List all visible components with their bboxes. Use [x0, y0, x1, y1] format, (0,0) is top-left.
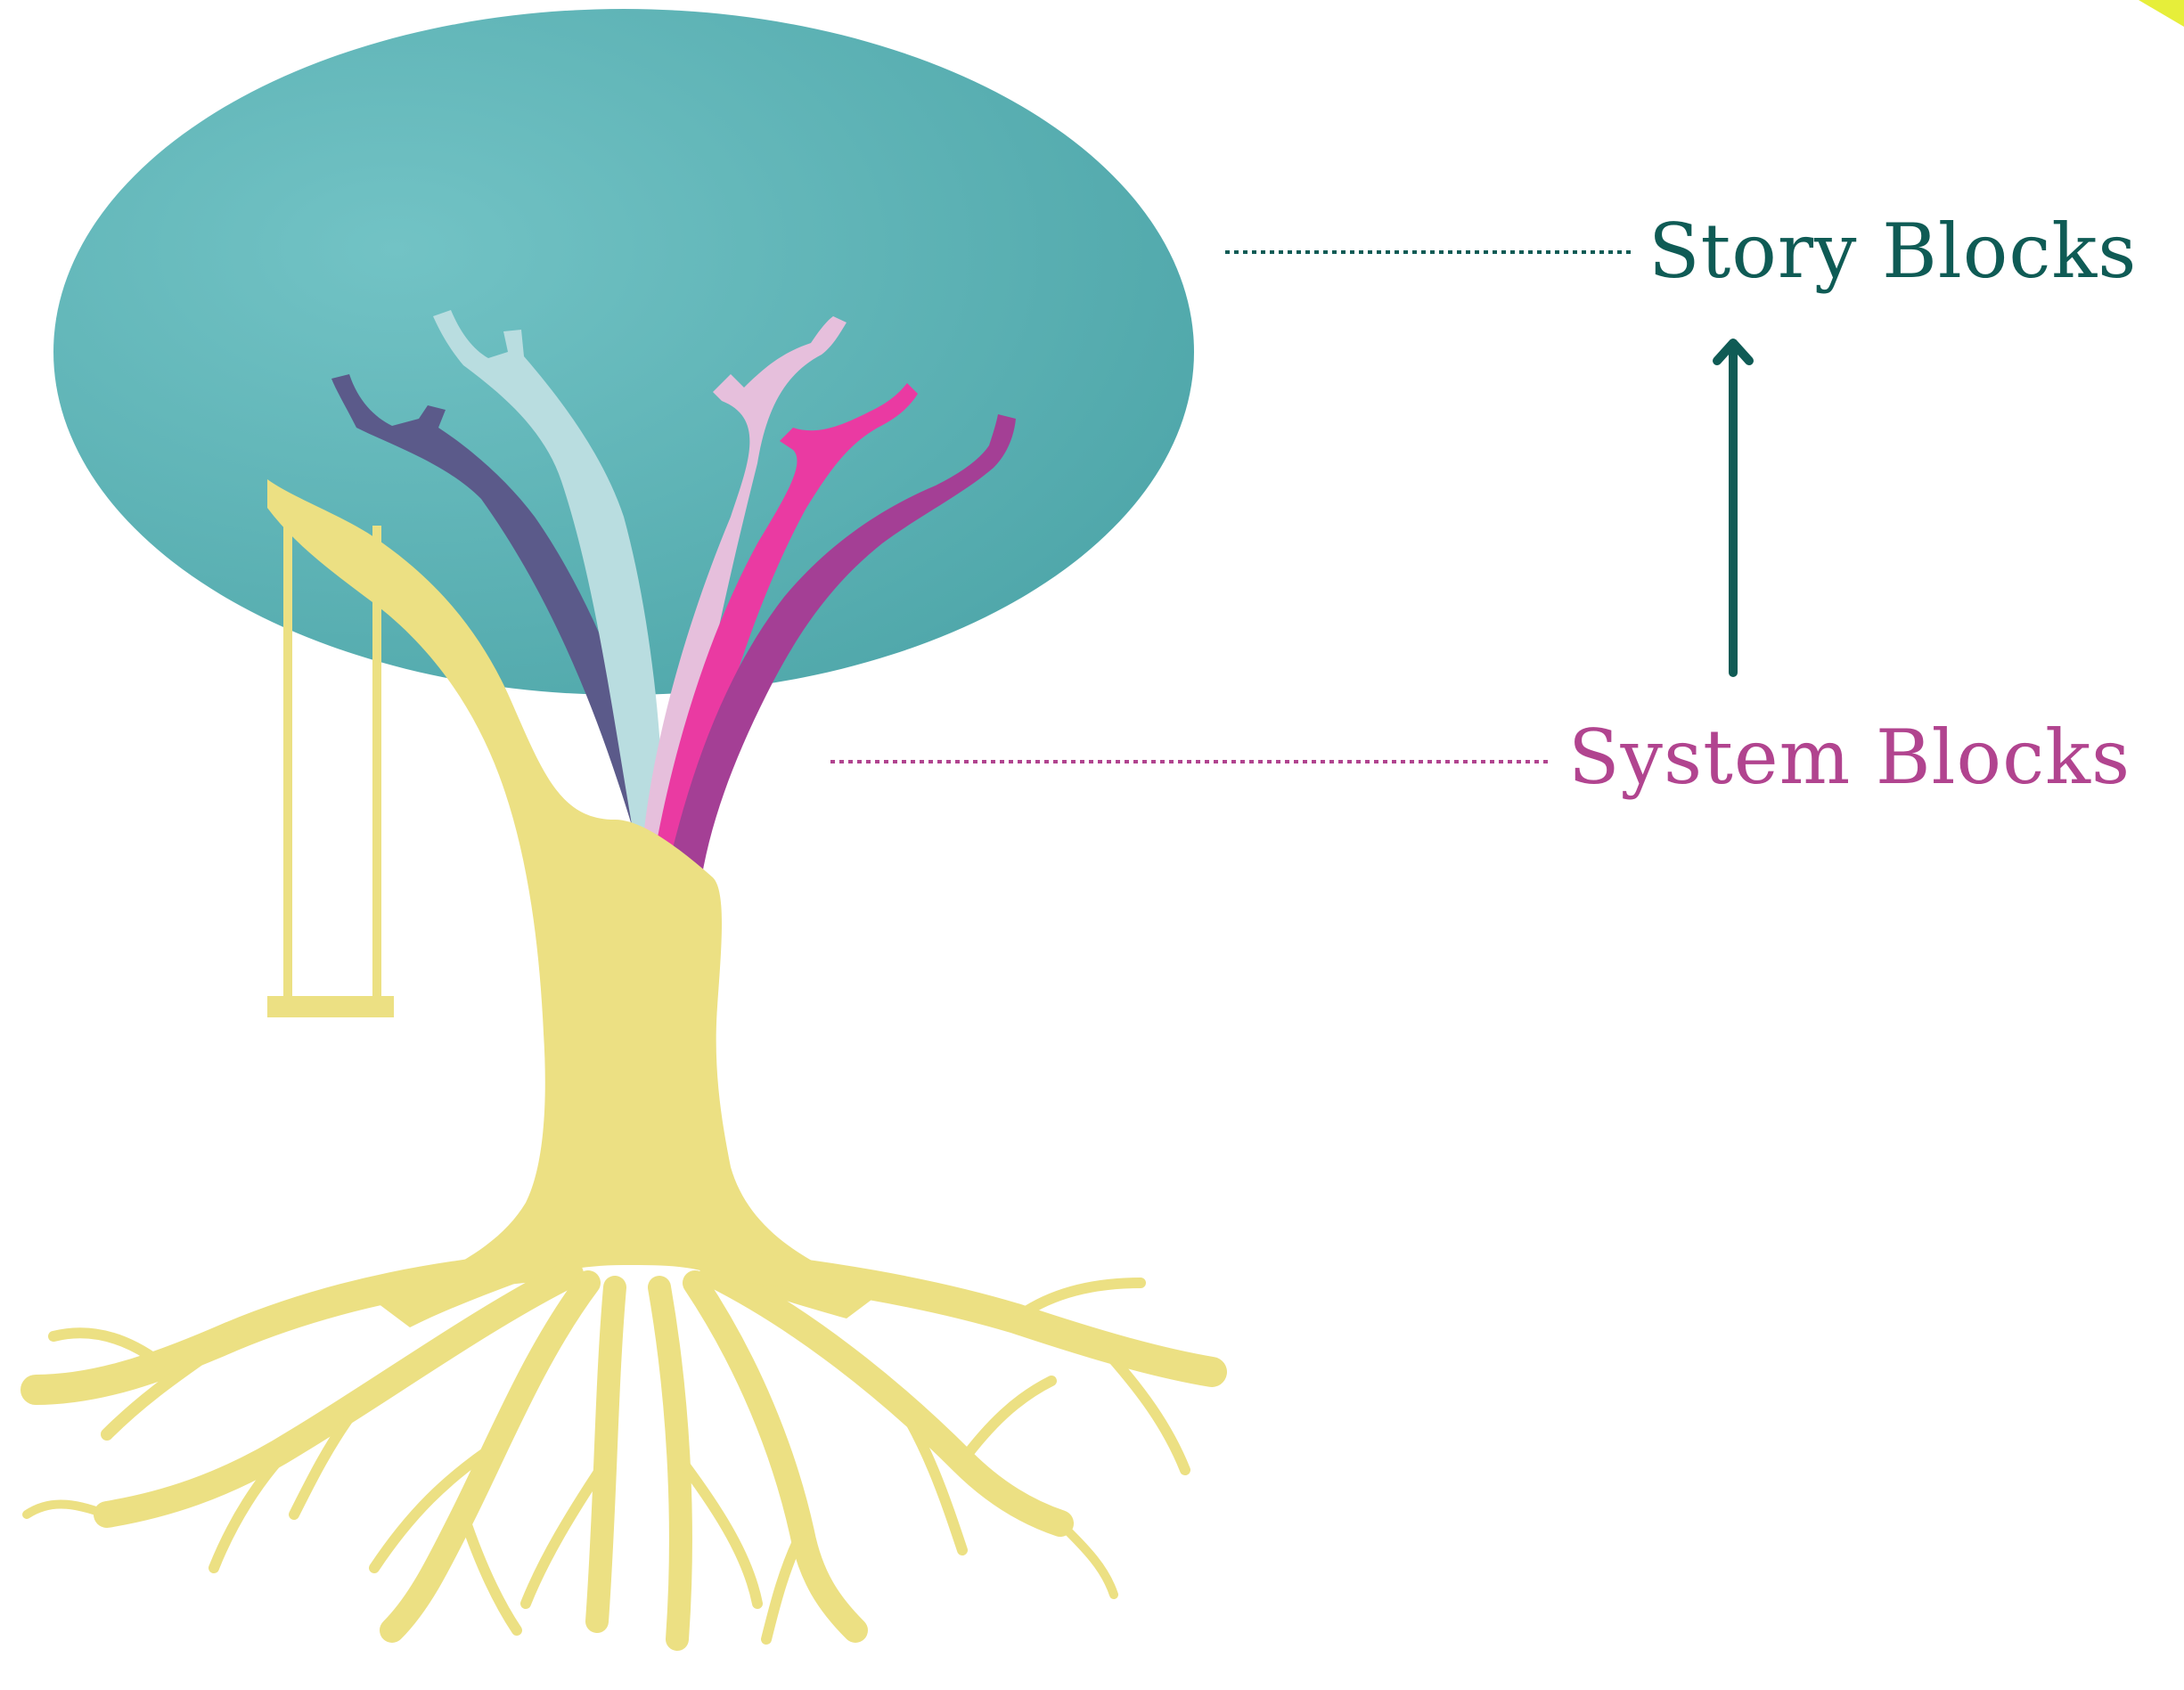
branch-purple — [664, 414, 1016, 891]
branch-lightblue — [433, 310, 664, 855]
roots — [20, 1250, 1227, 1651]
swing — [267, 499, 394, 1017]
branch-pink — [650, 383, 918, 878]
corner-accent — [2139, 0, 2184, 27]
arrow-up-icon — [1713, 339, 1754, 677]
story-blocks-label: Story Blocks — [1648, 208, 2138, 295]
system-blocks-label: System Blocks — [1568, 714, 2131, 801]
trunk — [267, 479, 882, 1327]
